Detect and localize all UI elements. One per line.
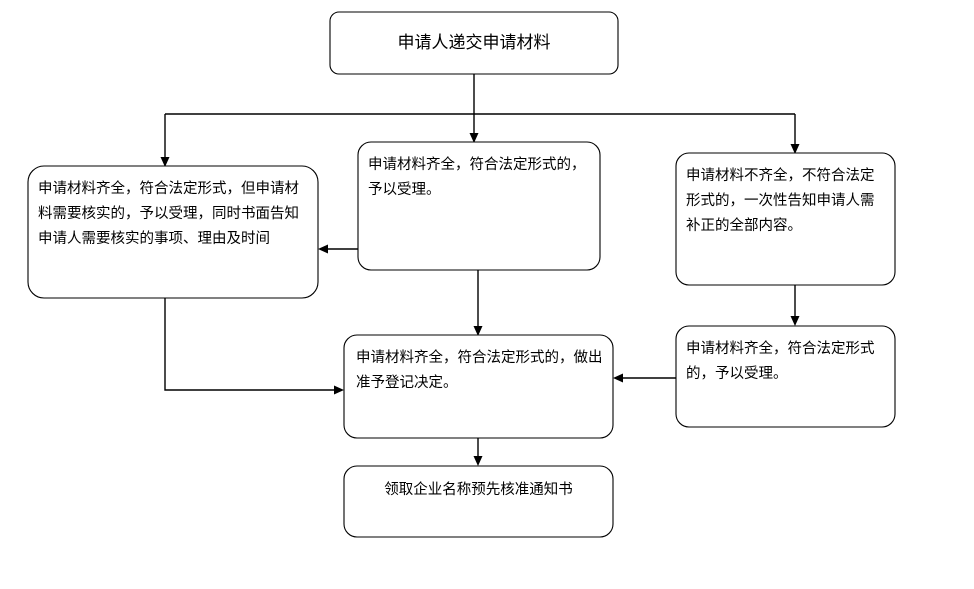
node-verify-needed-shape[interactable] xyxy=(27,165,319,299)
edge-approve-to-collect xyxy=(473,438,483,466)
node-accept-right-shape[interactable] xyxy=(675,325,896,428)
node-accept-top-shape[interactable] xyxy=(357,141,601,271)
node-submit-shape[interactable] xyxy=(329,11,619,75)
edge-incomplete-to-accept-right xyxy=(790,285,800,326)
edge-accept-top-to-approve xyxy=(473,270,483,336)
edge-submit-to-incomplete xyxy=(790,114,800,154)
edge-submit-to-accept-top xyxy=(469,114,479,143)
node-collect-shape[interactable] xyxy=(343,465,614,538)
edge-verify-needed-to-approve xyxy=(164,298,344,395)
node-approve-shape[interactable] xyxy=(343,334,614,439)
edge-accept-top-to-verify-needed xyxy=(318,244,358,254)
node-incomplete-shape[interactable] xyxy=(675,152,896,286)
edge-submit-to-verify-needed xyxy=(160,114,170,167)
edge-submit-to-branch-bus xyxy=(165,74,795,115)
edge-accept-right-to-approve xyxy=(613,373,676,383)
